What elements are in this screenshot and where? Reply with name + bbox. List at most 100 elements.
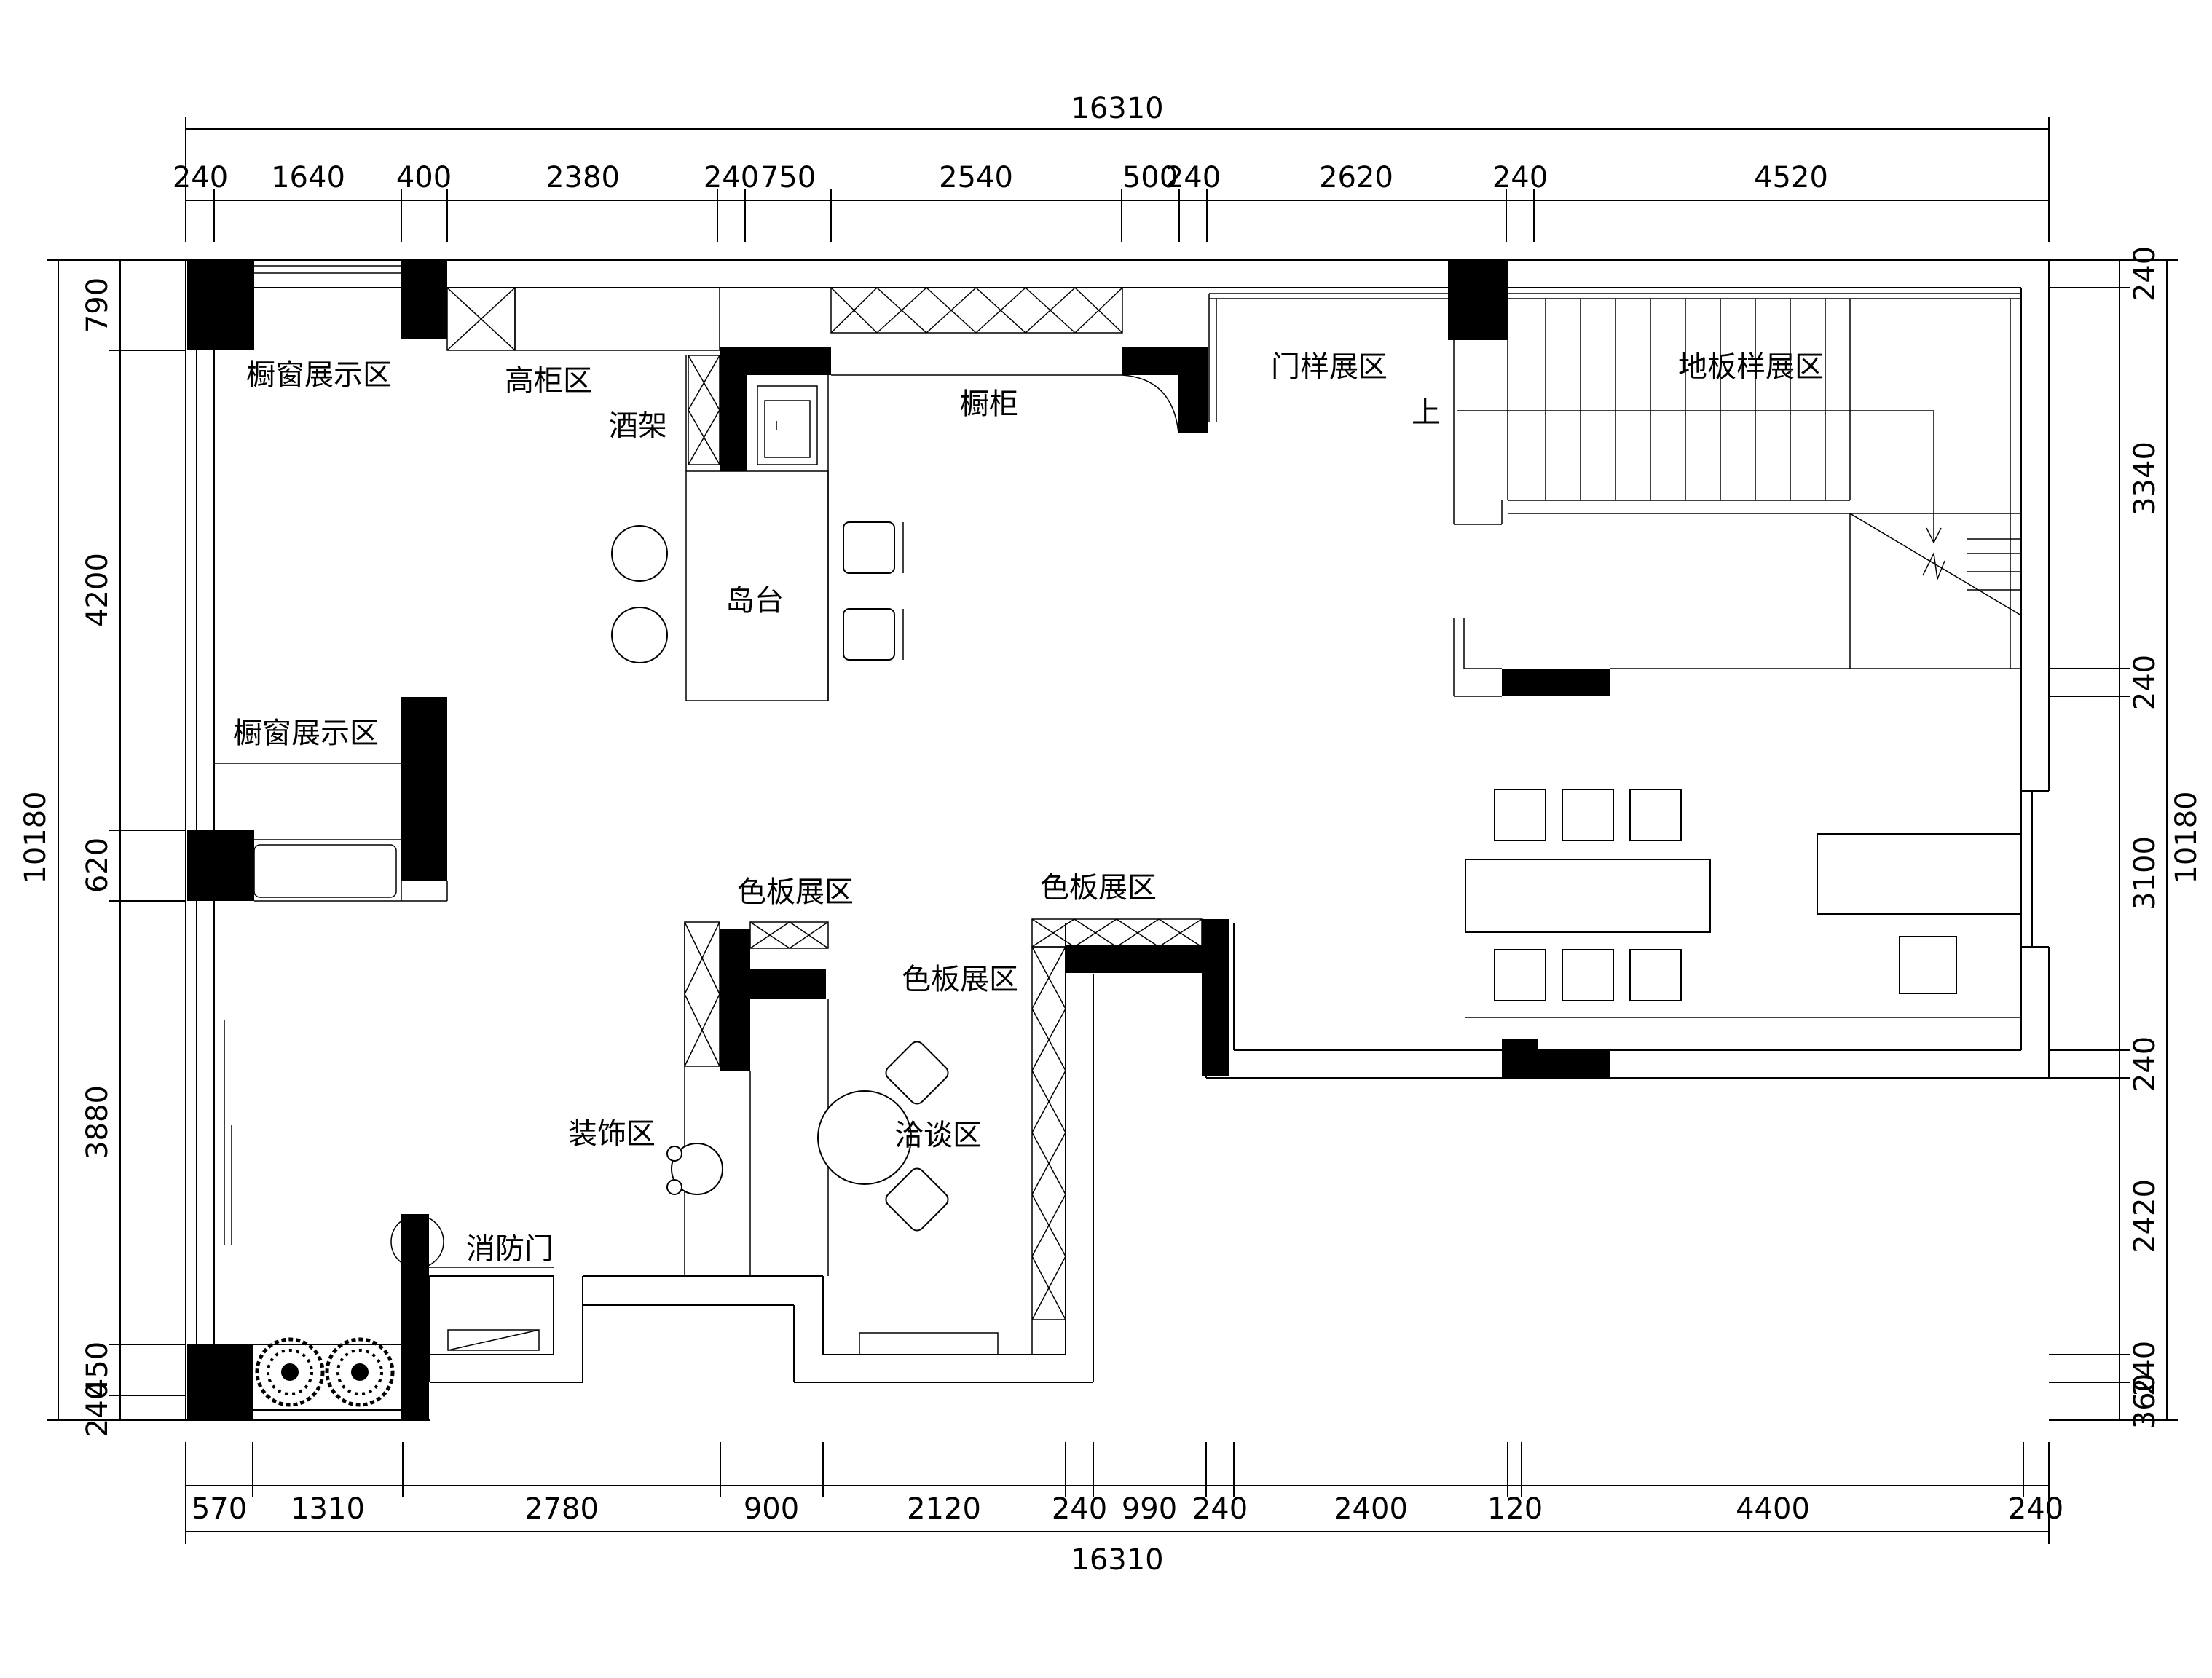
label-door-sample: 门样展区 bbox=[1271, 350, 1388, 384]
dim-top-5: 750 bbox=[760, 161, 816, 194]
chair bbox=[1629, 789, 1682, 841]
dim-left-0: 790 bbox=[81, 277, 114, 333]
chair bbox=[1494, 789, 1546, 841]
dim-bottom-11: 240 bbox=[2008, 1492, 2063, 1526]
dim-left-1: 4200 bbox=[81, 553, 114, 627]
kitchen-door-swing bbox=[1122, 374, 1179, 433]
dim-top-7: 500 bbox=[1122, 161, 1178, 194]
label-fire-door: 消防门 bbox=[466, 1232, 554, 1266]
dim-bottom-0: 570 bbox=[192, 1492, 247, 1526]
dim-left-3: 3880 bbox=[81, 1085, 114, 1159]
dim-left-5: 240 bbox=[81, 1382, 114, 1437]
dim-right-3: 3100 bbox=[2128, 836, 2162, 910]
label-island: 岛台 bbox=[725, 584, 784, 618]
dimension-labels-bottom: 570 1310 2780 900 2120 240 990 240 2400 … bbox=[192, 1492, 2063, 1577]
dim-bottom-7: 240 bbox=[1192, 1492, 1248, 1526]
dimension-lines bbox=[58, 128, 2168, 1532]
fire-door bbox=[390, 1215, 554, 1351]
dimension-labels-top: 16310 240 1640 400 2380 240 750 2540 500… bbox=[173, 92, 1828, 194]
decor-stool bbox=[666, 1146, 682, 1162]
building-outline bbox=[185, 259, 2050, 1421]
dimension-labels-right: 240 3340 240 3100 240 2420 240 360 10180 bbox=[2128, 246, 2203, 1429]
dim-bottom-2: 2780 bbox=[524, 1492, 599, 1526]
stool bbox=[611, 525, 668, 582]
dim-bottom-10: 4400 bbox=[1736, 1492, 1810, 1526]
side-stool bbox=[1899, 936, 1957, 994]
stool bbox=[611, 607, 668, 663]
tall-cabinet bbox=[446, 287, 720, 351]
dim-left-4: 450 bbox=[81, 1342, 114, 1397]
label-color-panel-1: 色板展区 bbox=[737, 875, 854, 909]
label-color-panel-3: 色板展区 bbox=[902, 963, 1018, 996]
label-decor: 装饰区 bbox=[568, 1117, 656, 1151]
island-sink bbox=[757, 385, 818, 465]
label-stair-up: 上 bbox=[1412, 396, 1441, 430]
dim-bottom-total: 16310 bbox=[1071, 1543, 1163, 1577]
dim-right-5: 2420 bbox=[2128, 1179, 2162, 1253]
door-sample-shelf bbox=[1208, 293, 1448, 422]
staircase bbox=[1453, 293, 2022, 697]
chair bbox=[1562, 789, 1614, 841]
label-window-display-2: 橱窗展示区 bbox=[233, 717, 379, 750]
plant-icon bbox=[255, 1337, 325, 1407]
chair bbox=[843, 608, 904, 661]
dim-left-total: 10180 bbox=[19, 791, 52, 883]
chair bbox=[1629, 949, 1682, 1001]
color-panel-1 bbox=[684, 921, 829, 1276]
label-tall-cabinet: 高柜区 bbox=[505, 364, 592, 398]
dim-right-4: 240 bbox=[2128, 1036, 2162, 1092]
label-color-panel-2: 色板展区 bbox=[1040, 871, 1157, 905]
room-labels: 橱窗展示区 高柜区 酒架 橱柜 门样展区 地板样展区 上 岛台 橱窗展示区 色板… bbox=[233, 350, 1824, 1266]
dim-right-7: 360 bbox=[2128, 1374, 2162, 1429]
dim-top-0: 240 bbox=[173, 161, 228, 194]
dim-bottom-1: 1310 bbox=[291, 1492, 365, 1526]
plant-icon bbox=[325, 1337, 395, 1407]
dim-top-4: 240 bbox=[704, 161, 759, 194]
negotiation-table bbox=[817, 1090, 912, 1185]
dimension-ticks bbox=[47, 117, 2178, 1544]
dim-bottom-5: 240 bbox=[1052, 1492, 1107, 1526]
chair bbox=[1494, 949, 1546, 1001]
label-window-display-1: 橱窗展示区 bbox=[246, 358, 392, 392]
dim-right-total: 10180 bbox=[2170, 791, 2203, 883]
decor-stool bbox=[666, 1179, 682, 1195]
color-panel-2 bbox=[1031, 918, 1203, 1355]
dim-bottom-8: 2400 bbox=[1334, 1492, 1408, 1526]
dimension-labels-left: 10180 790 4200 620 3880 450 240 bbox=[19, 277, 114, 1437]
chair bbox=[843, 521, 904, 574]
wine-rack bbox=[688, 355, 720, 465]
chair bbox=[885, 1167, 949, 1232]
dim-bottom-6: 990 bbox=[1122, 1492, 1177, 1526]
chair bbox=[885, 1041, 949, 1105]
dim-right-1: 3340 bbox=[2128, 441, 2162, 516]
dim-top-11: 4520 bbox=[1754, 161, 1828, 194]
decor-table bbox=[671, 1143, 723, 1195]
label-wine-rack: 酒架 bbox=[609, 409, 667, 443]
dim-top-total: 16310 bbox=[1071, 92, 1163, 125]
dim-top-9: 2620 bbox=[1319, 161, 1393, 194]
meeting-table bbox=[1465, 859, 1711, 933]
label-cabinet: 橱柜 bbox=[960, 387, 1018, 421]
window-display-bench bbox=[214, 697, 448, 902]
dim-bottom-3: 900 bbox=[744, 1492, 799, 1526]
structural-walls bbox=[187, 260, 1610, 1421]
label-floor-sample: 地板样展区 bbox=[1678, 350, 1824, 384]
side-counter bbox=[1817, 833, 2022, 915]
window-display-shelf bbox=[254, 265, 401, 274]
low-cabinet bbox=[859, 1332, 999, 1355]
dim-top-2: 400 bbox=[396, 161, 452, 194]
fixtures bbox=[214, 265, 2022, 1407]
dim-right-2: 240 bbox=[2128, 655, 2162, 710]
cabinet-hatch bbox=[830, 287, 1123, 376]
dim-right-0: 240 bbox=[2128, 246, 2162, 302]
dim-bottom-9: 120 bbox=[1487, 1492, 1543, 1526]
dim-top-1: 1640 bbox=[271, 161, 345, 194]
dim-right-6: 240 bbox=[2128, 1341, 2162, 1396]
dim-top-3: 2380 bbox=[546, 161, 620, 194]
left-sliding-door bbox=[224, 1020, 232, 1245]
chair bbox=[1562, 949, 1614, 1001]
dim-top-6: 2540 bbox=[939, 161, 1013, 194]
dim-top-10: 240 bbox=[1492, 161, 1548, 194]
dim-top-8: 240 bbox=[1165, 161, 1221, 194]
